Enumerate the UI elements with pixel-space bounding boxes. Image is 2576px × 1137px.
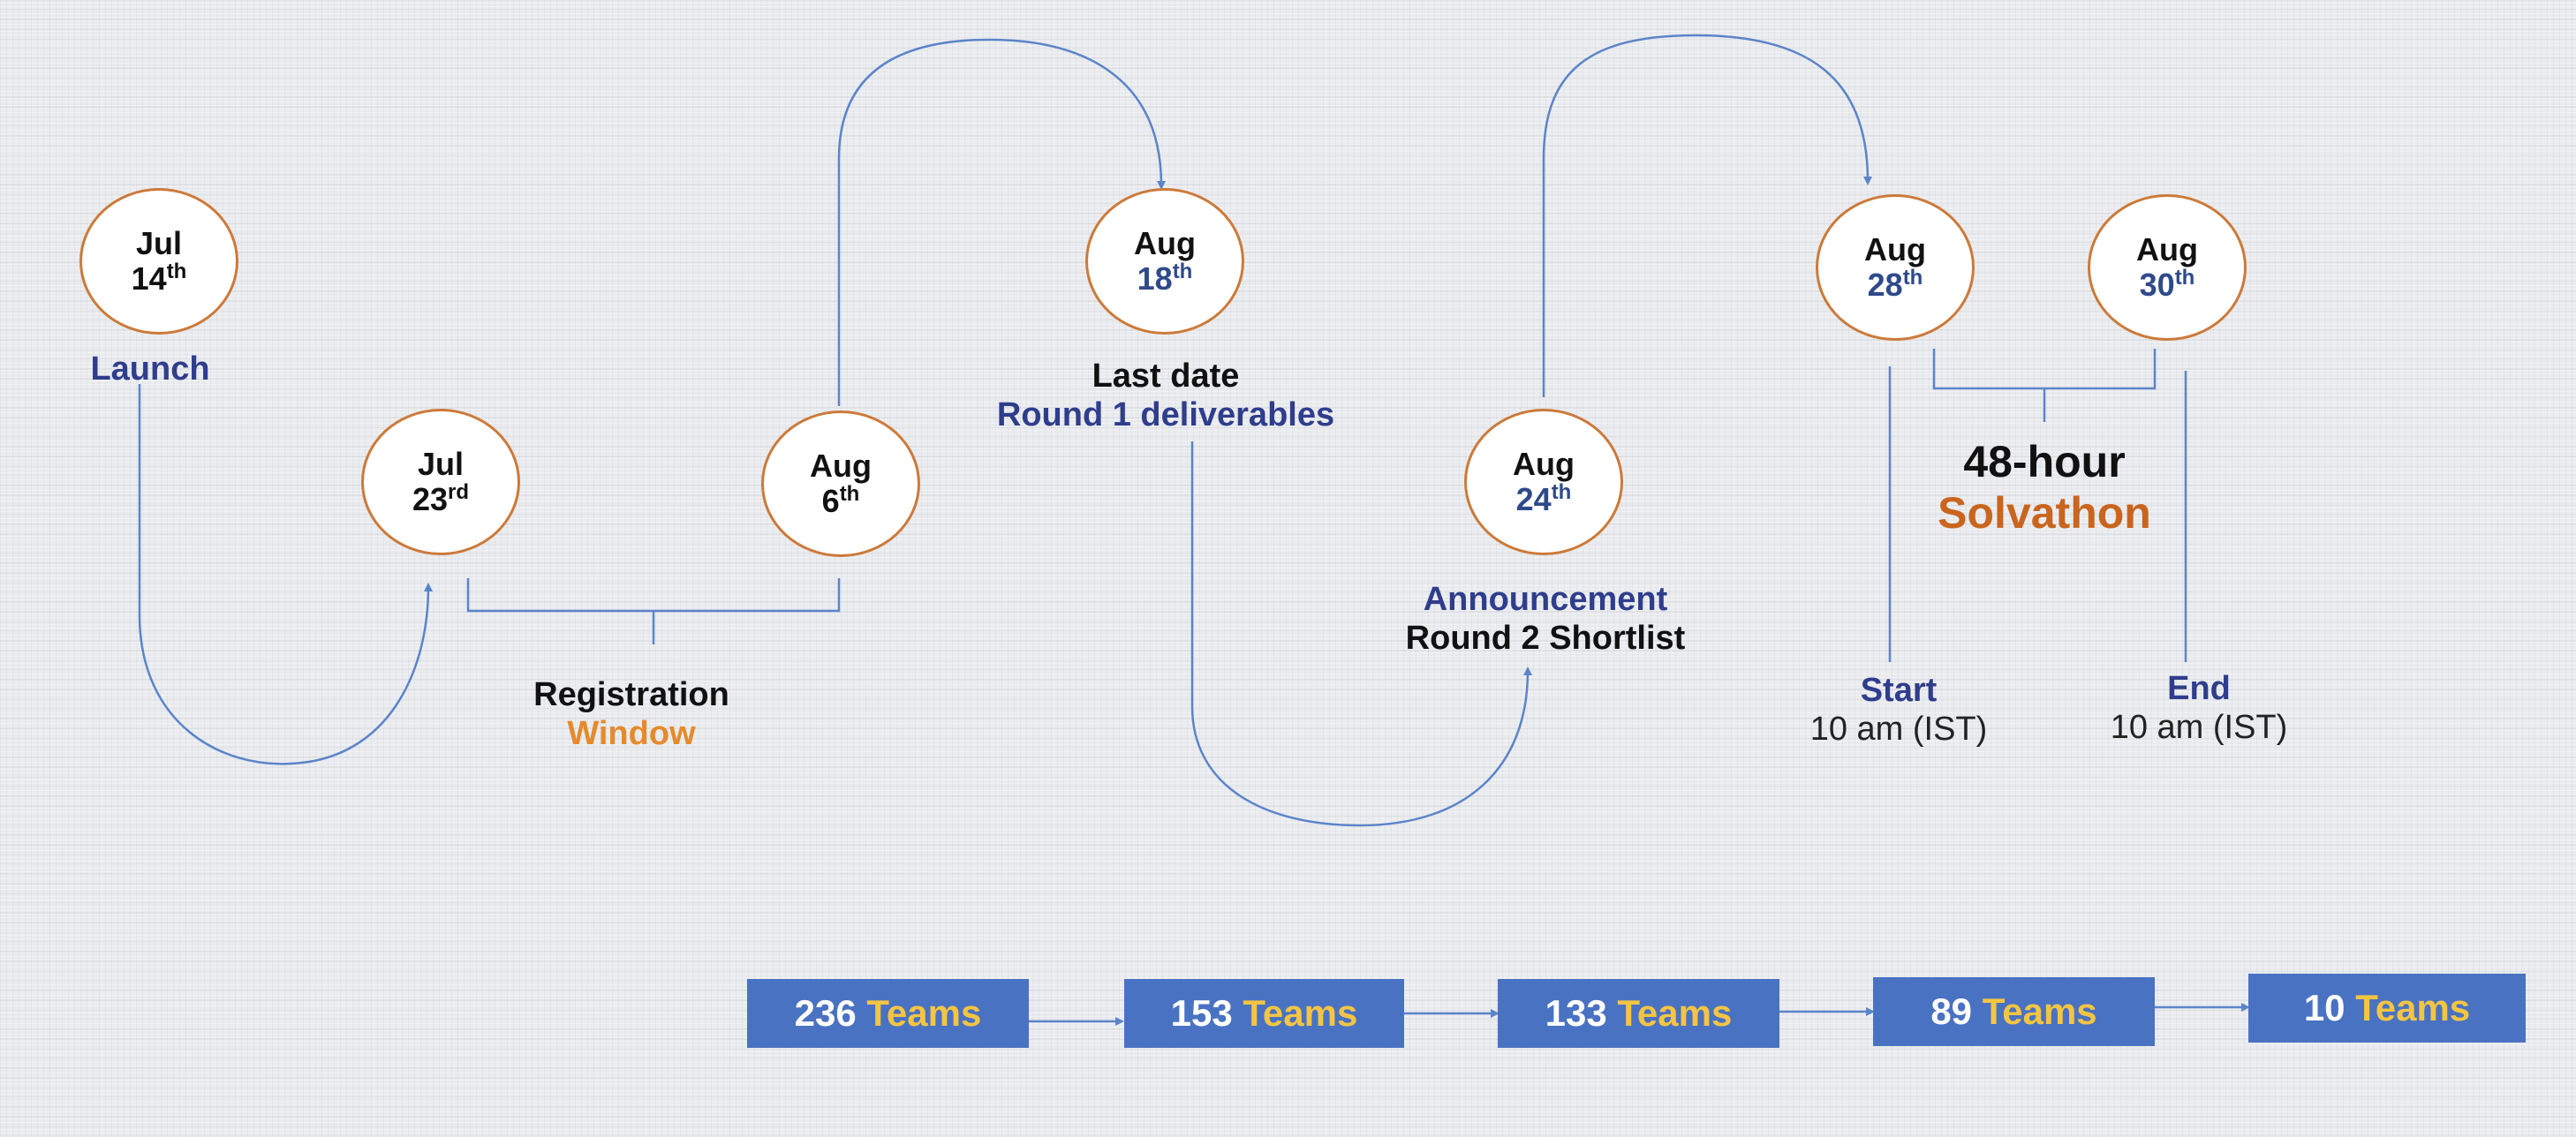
registration-window-label: Registration Window bbox=[495, 675, 768, 753]
milestone-aug-6: Aug 6th bbox=[761, 410, 920, 557]
connector-launch-to-jul23 bbox=[138, 384, 433, 765]
last-date-line2: Round 1 deliverables bbox=[996, 396, 1335, 433]
team-word: Teams bbox=[866, 992, 982, 1034]
start-line2: 10 am (IST) bbox=[1809, 711, 1988, 748]
milestone-aug-18: Aug 18th bbox=[1085, 188, 1244, 335]
milestone-aug-24: Aug 24th bbox=[1464, 409, 1623, 555]
milestone-suffix: th bbox=[1172, 260, 1193, 283]
milestone-aug-28: Aug 28th bbox=[1816, 194, 1975, 341]
solvathon-line1: 48-hour bbox=[1963, 437, 2126, 486]
milestone-suffix: th bbox=[166, 260, 187, 283]
milestone-suffix: th bbox=[2174, 266, 2195, 290]
announcement-line1: Announcement bbox=[1423, 581, 1668, 618]
team-count: 10 bbox=[2303, 987, 2346, 1028]
milestone-day: 14 bbox=[131, 260, 167, 297]
announcement-label: Announcement Round 2 Shortlist bbox=[1386, 580, 1704, 658]
milestone-month: Jul bbox=[135, 225, 182, 261]
announcement-line2: Round 2 Shortlist bbox=[1405, 620, 1686, 657]
registration-bracket bbox=[466, 578, 841, 644]
team-count: 133 bbox=[1545, 992, 1607, 1034]
launch-label: Launch bbox=[90, 350, 210, 388]
registration-line1: Registration bbox=[533, 676, 729, 713]
milestone-suffix: th bbox=[839, 482, 860, 506]
team-word: Teams bbox=[1617, 992, 1733, 1034]
milestone-day: 30 bbox=[2139, 267, 2175, 303]
milestone-day: 28 bbox=[1867, 267, 1903, 303]
milestone-jul-23: Jul 23rd bbox=[361, 409, 520, 555]
team-box-5: 10 Teams bbox=[2248, 974, 2526, 1043]
last-date-label: Last date Round 1 deliverables bbox=[989, 357, 1342, 434]
milestone-day: 23 bbox=[412, 481, 449, 517]
team-word: Teams bbox=[1243, 992, 1358, 1034]
start-label: Start 10 am (IST) bbox=[1802, 671, 1996, 749]
connector-aug6-to-aug18 bbox=[837, 38, 1166, 406]
last-date-line1: Last date bbox=[1092, 358, 1240, 395]
milestone-aug-30: Aug 30th bbox=[2088, 194, 2247, 341]
milestone-month: Aug bbox=[1513, 446, 1575, 482]
connector-aug18-to-aug24 bbox=[1190, 441, 1532, 827]
solvathon-label: 48-hour Solvathon bbox=[1881, 436, 2208, 538]
registration-line2: Window bbox=[567, 715, 696, 752]
milestone-jul-14: Jul 14th bbox=[79, 188, 238, 335]
team-count: 89 bbox=[1930, 990, 1973, 1032]
milestone-month: Aug bbox=[2136, 231, 2198, 267]
team-box-1: 236 Teams bbox=[747, 979, 1029, 1048]
milestone-day: 6 bbox=[821, 483, 840, 519]
team-word: Teams bbox=[1982, 990, 2097, 1032]
team-word: Teams bbox=[2355, 987, 2471, 1028]
milestone-suffix: rd bbox=[448, 480, 470, 504]
solvathon-line2: Solvathon bbox=[1938, 488, 2151, 538]
milestone-day: 24 bbox=[1515, 481, 1552, 517]
team-count: 153 bbox=[1170, 992, 1233, 1034]
team-box-3: 133 Teams bbox=[1498, 979, 1779, 1048]
milestone-month: Aug bbox=[1134, 225, 1196, 261]
end-line1: End bbox=[2167, 670, 2231, 707]
milestone-day: 18 bbox=[1137, 260, 1173, 297]
solvathon-bracket bbox=[1932, 349, 2157, 422]
connector-aug24-to-aug28 bbox=[1542, 34, 1872, 397]
milestone-month: Jul bbox=[417, 446, 464, 482]
milestone-suffix: th bbox=[1551, 480, 1572, 504]
team-count: 236 bbox=[794, 992, 857, 1034]
start-line1: Start bbox=[1860, 672, 1938, 709]
end-label: End 10 am (IST) bbox=[2102, 669, 2296, 747]
milestone-suffix: th bbox=[1902, 266, 1923, 290]
end-line2: 10 am (IST) bbox=[2110, 709, 2288, 746]
milestone-month: Aug bbox=[810, 448, 872, 484]
team-box-2: 153 Teams bbox=[1124, 979, 1404, 1048]
milestone-month: Aug bbox=[1864, 231, 1926, 267]
team-box-4: 89 Teams bbox=[1873, 977, 2155, 1046]
